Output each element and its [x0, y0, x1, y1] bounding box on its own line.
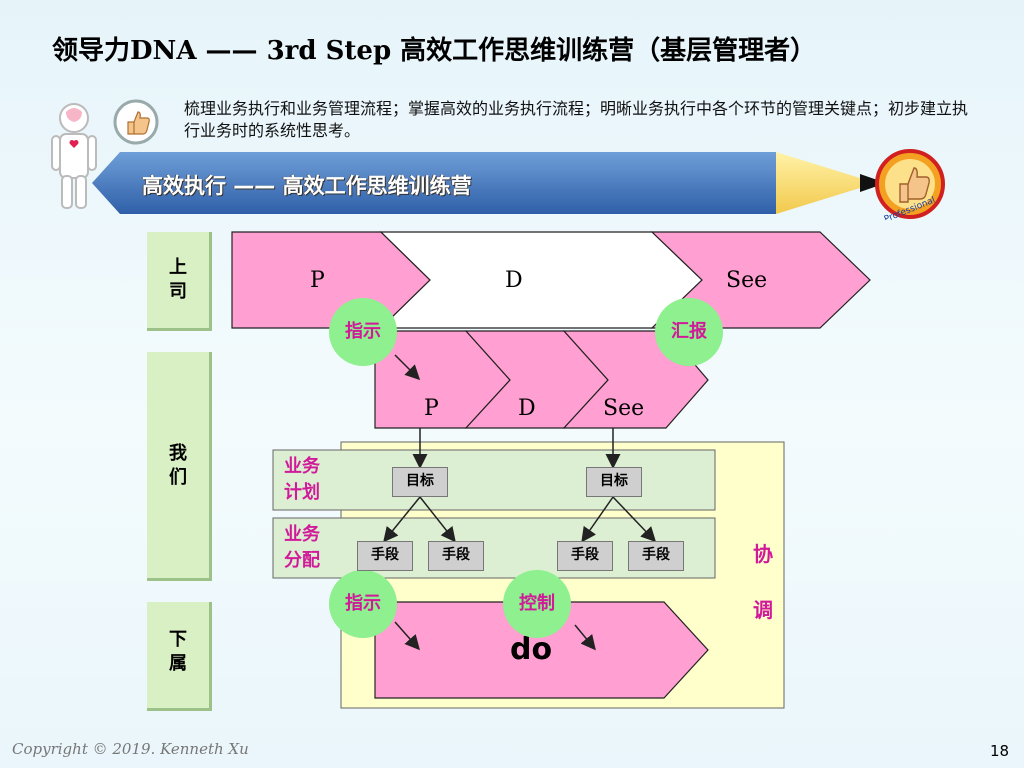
- mid-d-label: D: [518, 396, 536, 421]
- arrow-instruct-bottom: [394, 621, 420, 651]
- thumbs-up-icon: [113, 99, 159, 145]
- arrow-instruct-top: [394, 354, 421, 381]
- mid-see-label: See: [603, 396, 645, 421]
- coordinate-label-2: 调: [753, 598, 773, 622]
- means-chip: 手段: [557, 541, 613, 571]
- plan-row: [272, 449, 716, 511]
- level-box-upper: 上 司: [147, 232, 212, 331]
- report-circle: 汇报: [655, 298, 723, 366]
- goal-chip: 目标: [392, 467, 448, 497]
- top-p-label: P: [310, 268, 325, 293]
- goal-chip: 目标: [586, 467, 642, 497]
- do-label: do: [510, 632, 553, 667]
- control-circle: 控制: [503, 570, 571, 638]
- mid-p-label: P: [424, 396, 439, 421]
- coordinate-label-1: 协: [753, 542, 773, 566]
- do-chevron: [374, 601, 709, 699]
- arrow-goal2-means4: [612, 496, 657, 543]
- professional-badge-icon: Professional: [875, 149, 945, 220]
- banner-title: 高效执行 —— 高效工作思维训练营: [142, 174, 472, 198]
- level-label-we: 我 们: [169, 443, 187, 488]
- instruct-circle-bottom: 指示: [329, 570, 397, 638]
- top-d-chevron: [379, 231, 703, 329]
- description-text: 梳理业务执行和业务管理流程；掌握高效的业务执行流程；明晰业务执行中各个环节的管理…: [184, 99, 969, 140]
- arrow-goal2-means3: [581, 496, 614, 543]
- means-chip: 手段: [357, 541, 413, 571]
- copyright-text: Copyright © 2019. Kenneth Xu: [12, 740, 249, 758]
- arrow-control: [574, 624, 596, 651]
- page-title: 领导力DNA —— 3rd Step 高效工作思维训练营（基层管理者）: [52, 36, 817, 66]
- means-chip: 手段: [428, 541, 484, 571]
- level-box-lower: 下 属: [147, 602, 212, 711]
- top-see-label: See: [726, 268, 768, 293]
- page-number: 18: [990, 742, 1010, 760]
- arrow-goal1-means1: [383, 496, 421, 543]
- level-label-lower: 下 属: [169, 629, 187, 674]
- person-icon: [51, 103, 97, 209]
- arrow-goal1-means2: [419, 496, 456, 543]
- level-label-upper: 上 司: [169, 257, 187, 302]
- allocate-row-label: 业务 分配: [284, 524, 320, 571]
- level-box-we: 我 们: [147, 352, 212, 581]
- banner-arrow: [92, 152, 886, 214]
- instruct-circle-top: 指示: [329, 298, 397, 366]
- plan-row-label: 业务 计划: [284, 456, 320, 503]
- top-d-label: D: [505, 268, 523, 293]
- means-chip: 手段: [628, 541, 684, 571]
